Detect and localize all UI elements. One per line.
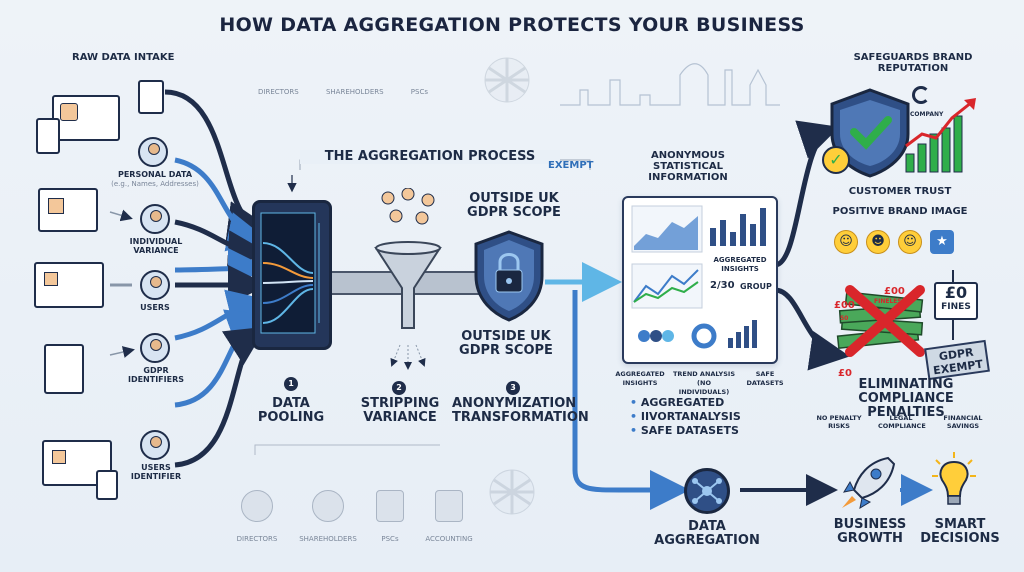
penalty-item: NO PENALTY RISKS: [816, 414, 862, 430]
role-label: PSCs: [410, 88, 428, 96]
footer-label: AGGREGATED INSIGHTS: [615, 370, 665, 387]
network-hub-icon: [684, 468, 730, 514]
stats-bullets: • AGGREGATED • IIVORTANALYSIS • SAFE DAT…: [630, 396, 741, 438]
rocket-icon: [842, 456, 896, 510]
outside-scope-top: OUTSIDE UK GDPR SCOPE: [467, 191, 561, 220]
process-heading: THE AGGREGATION PROCESS: [300, 150, 560, 164]
users-identifier-label: USERS IDENTIFIER: [130, 463, 182, 481]
phone-icon: [96, 470, 118, 500]
stats-ratio: 2/30: [710, 280, 735, 291]
stats-dashboard: [622, 196, 778, 364]
monitor-icon: [42, 440, 112, 486]
person-icon: [140, 430, 170, 460]
fines-sign: £0 FINES: [934, 282, 978, 320]
reputation-heading: SAFEGUARDS BRAND REPUTATION: [853, 52, 973, 74]
stats-footer: AGGREGATED INSIGHTS TREND ANALYSIS (NO I…: [612, 370, 790, 397]
personal-data-label: PERSONAL DATA: [117, 170, 193, 179]
role-label: SHAREHOLDERS: [299, 535, 357, 543]
smile-icon: ☺: [834, 230, 858, 254]
smart-decisions-label: SMART DECISIONS: [920, 517, 1000, 546]
shield-lock-icon: [474, 230, 544, 322]
accounting-icon: [435, 490, 463, 522]
person-icon: [140, 204, 170, 234]
tablet-icon: [36, 118, 60, 154]
fifty-label: 50: [840, 315, 849, 322]
footer-label: SAFE DATASETS: [746, 370, 784, 387]
stats-heading: ANONYMOUS STATISTICAL INFORMATION: [648, 150, 728, 183]
footer-label: TREND ANALYSIS (NO INDIVIDUALS): [672, 370, 736, 396]
exempt-label: EXEMPT: [548, 160, 594, 171]
stats-insights-label: AGGREGATED INSIGHTS: [713, 256, 767, 273]
company-logo-icon: [912, 86, 930, 104]
penalty-items: NO PENALTY RISKS LEGAL COMPLIANCE FINANC…: [816, 414, 986, 430]
emoji-row: ☺ ☻ ☺ ★: [834, 230, 954, 254]
money-amount-a: £00: [834, 300, 855, 311]
step-1-number: 1: [284, 377, 298, 391]
happy-icon: ☺: [898, 230, 922, 254]
trust-label: CUSTOMER TRUST: [848, 186, 952, 197]
role-label: SHAREHOLDERS: [325, 88, 384, 96]
gdpr-identifiers-label: GDPR IDENTIFIERS: [127, 366, 185, 384]
bullet-item: • SAFE DATASETS: [630, 424, 739, 437]
desktop-icon: [52, 95, 120, 141]
grin-icon: ☻: [866, 230, 890, 254]
role-label: ACCOUNTING: [425, 535, 473, 543]
money-stack-icon: [836, 285, 925, 357]
profile-card-icon: [38, 188, 98, 232]
users-label: USERS: [140, 303, 170, 312]
check-badge-icon: ✓: [822, 146, 850, 174]
brand-label: POSITIVE BRAND IMAGE: [832, 206, 968, 217]
psc-icon: [376, 490, 404, 522]
finles-label: FINELES: [874, 298, 902, 305]
raw-data-heading: RAW DATA INTAKE: [72, 52, 175, 63]
person-icon: [140, 270, 170, 300]
step-3-number: 3: [506, 381, 520, 395]
data-aggregation-label: DATA AGGREGATION: [654, 519, 760, 548]
business-growth-label: BUSINESS GROWTH: [833, 517, 907, 546]
fines-sign-amount: £0: [944, 283, 968, 302]
bullet-item: • IIVORTANALYSIS: [630, 410, 741, 423]
money-amount-b: £00: [884, 286, 905, 297]
person-icon: [140, 333, 170, 363]
stats-group: GROUP: [740, 282, 772, 291]
shield-check-icon: [830, 88, 910, 178]
person-icon: [138, 137, 168, 167]
money-amount-c: £0: [838, 368, 852, 379]
thumbs-up-icon: ★: [930, 230, 954, 254]
penalty-item: FINANCIAL SAVINGS: [943, 414, 983, 430]
role-label: DIRECTORS: [258, 88, 299, 96]
penalty-item: LEGAL COMPLIANCE: [878, 414, 926, 430]
funnel-icon: [374, 188, 442, 329]
step-2-number: 2: [392, 381, 406, 395]
individual-variance-label: INDIVIDUAL VARIANCE: [129, 237, 183, 255]
penalty-heading: ELIMINATING COMPLIANCE PENALTIES: [858, 377, 954, 420]
laptop-icon: [34, 262, 104, 308]
outside-scope-bottom: OUTSIDE UK GDPR SCOPE: [459, 329, 553, 358]
company-label: COMPANY: [910, 111, 944, 118]
document-stack-icon: [44, 344, 84, 394]
page-title: HOW DATA AGGREGATION PROTECTS YOUR BUSIN…: [219, 14, 805, 36]
bottom-roles: DIRECTORS SHAREHOLDERS PSCs ACCOUNTING: [228, 490, 478, 545]
role-label: DIRECTORS: [236, 535, 278, 543]
shareholder-icon: [312, 490, 344, 522]
document-icon: [138, 80, 164, 114]
bullet-item: • AGGREGATED: [630, 396, 725, 409]
step-2-label: STRIPPING VARIANCE: [360, 396, 440, 425]
pooling-machine-icon: [252, 200, 332, 350]
personal-data-sub: (e.g., Names, Addresses): [111, 180, 199, 188]
step-1-label: DATA POOLING: [257, 396, 325, 425]
step-3-label: ANONYMIZATION TRANSFORMATION: [452, 396, 589, 425]
director-icon: [241, 490, 273, 522]
role-label: PSCs: [381, 535, 399, 543]
growth-chart-icon: [905, 98, 976, 173]
fines-sign-word: FINES: [941, 302, 971, 312]
top-roles: DIRECTORS SHAREHOLDERS PSCs: [258, 88, 428, 96]
lightbulb-icon: [932, 452, 976, 505]
